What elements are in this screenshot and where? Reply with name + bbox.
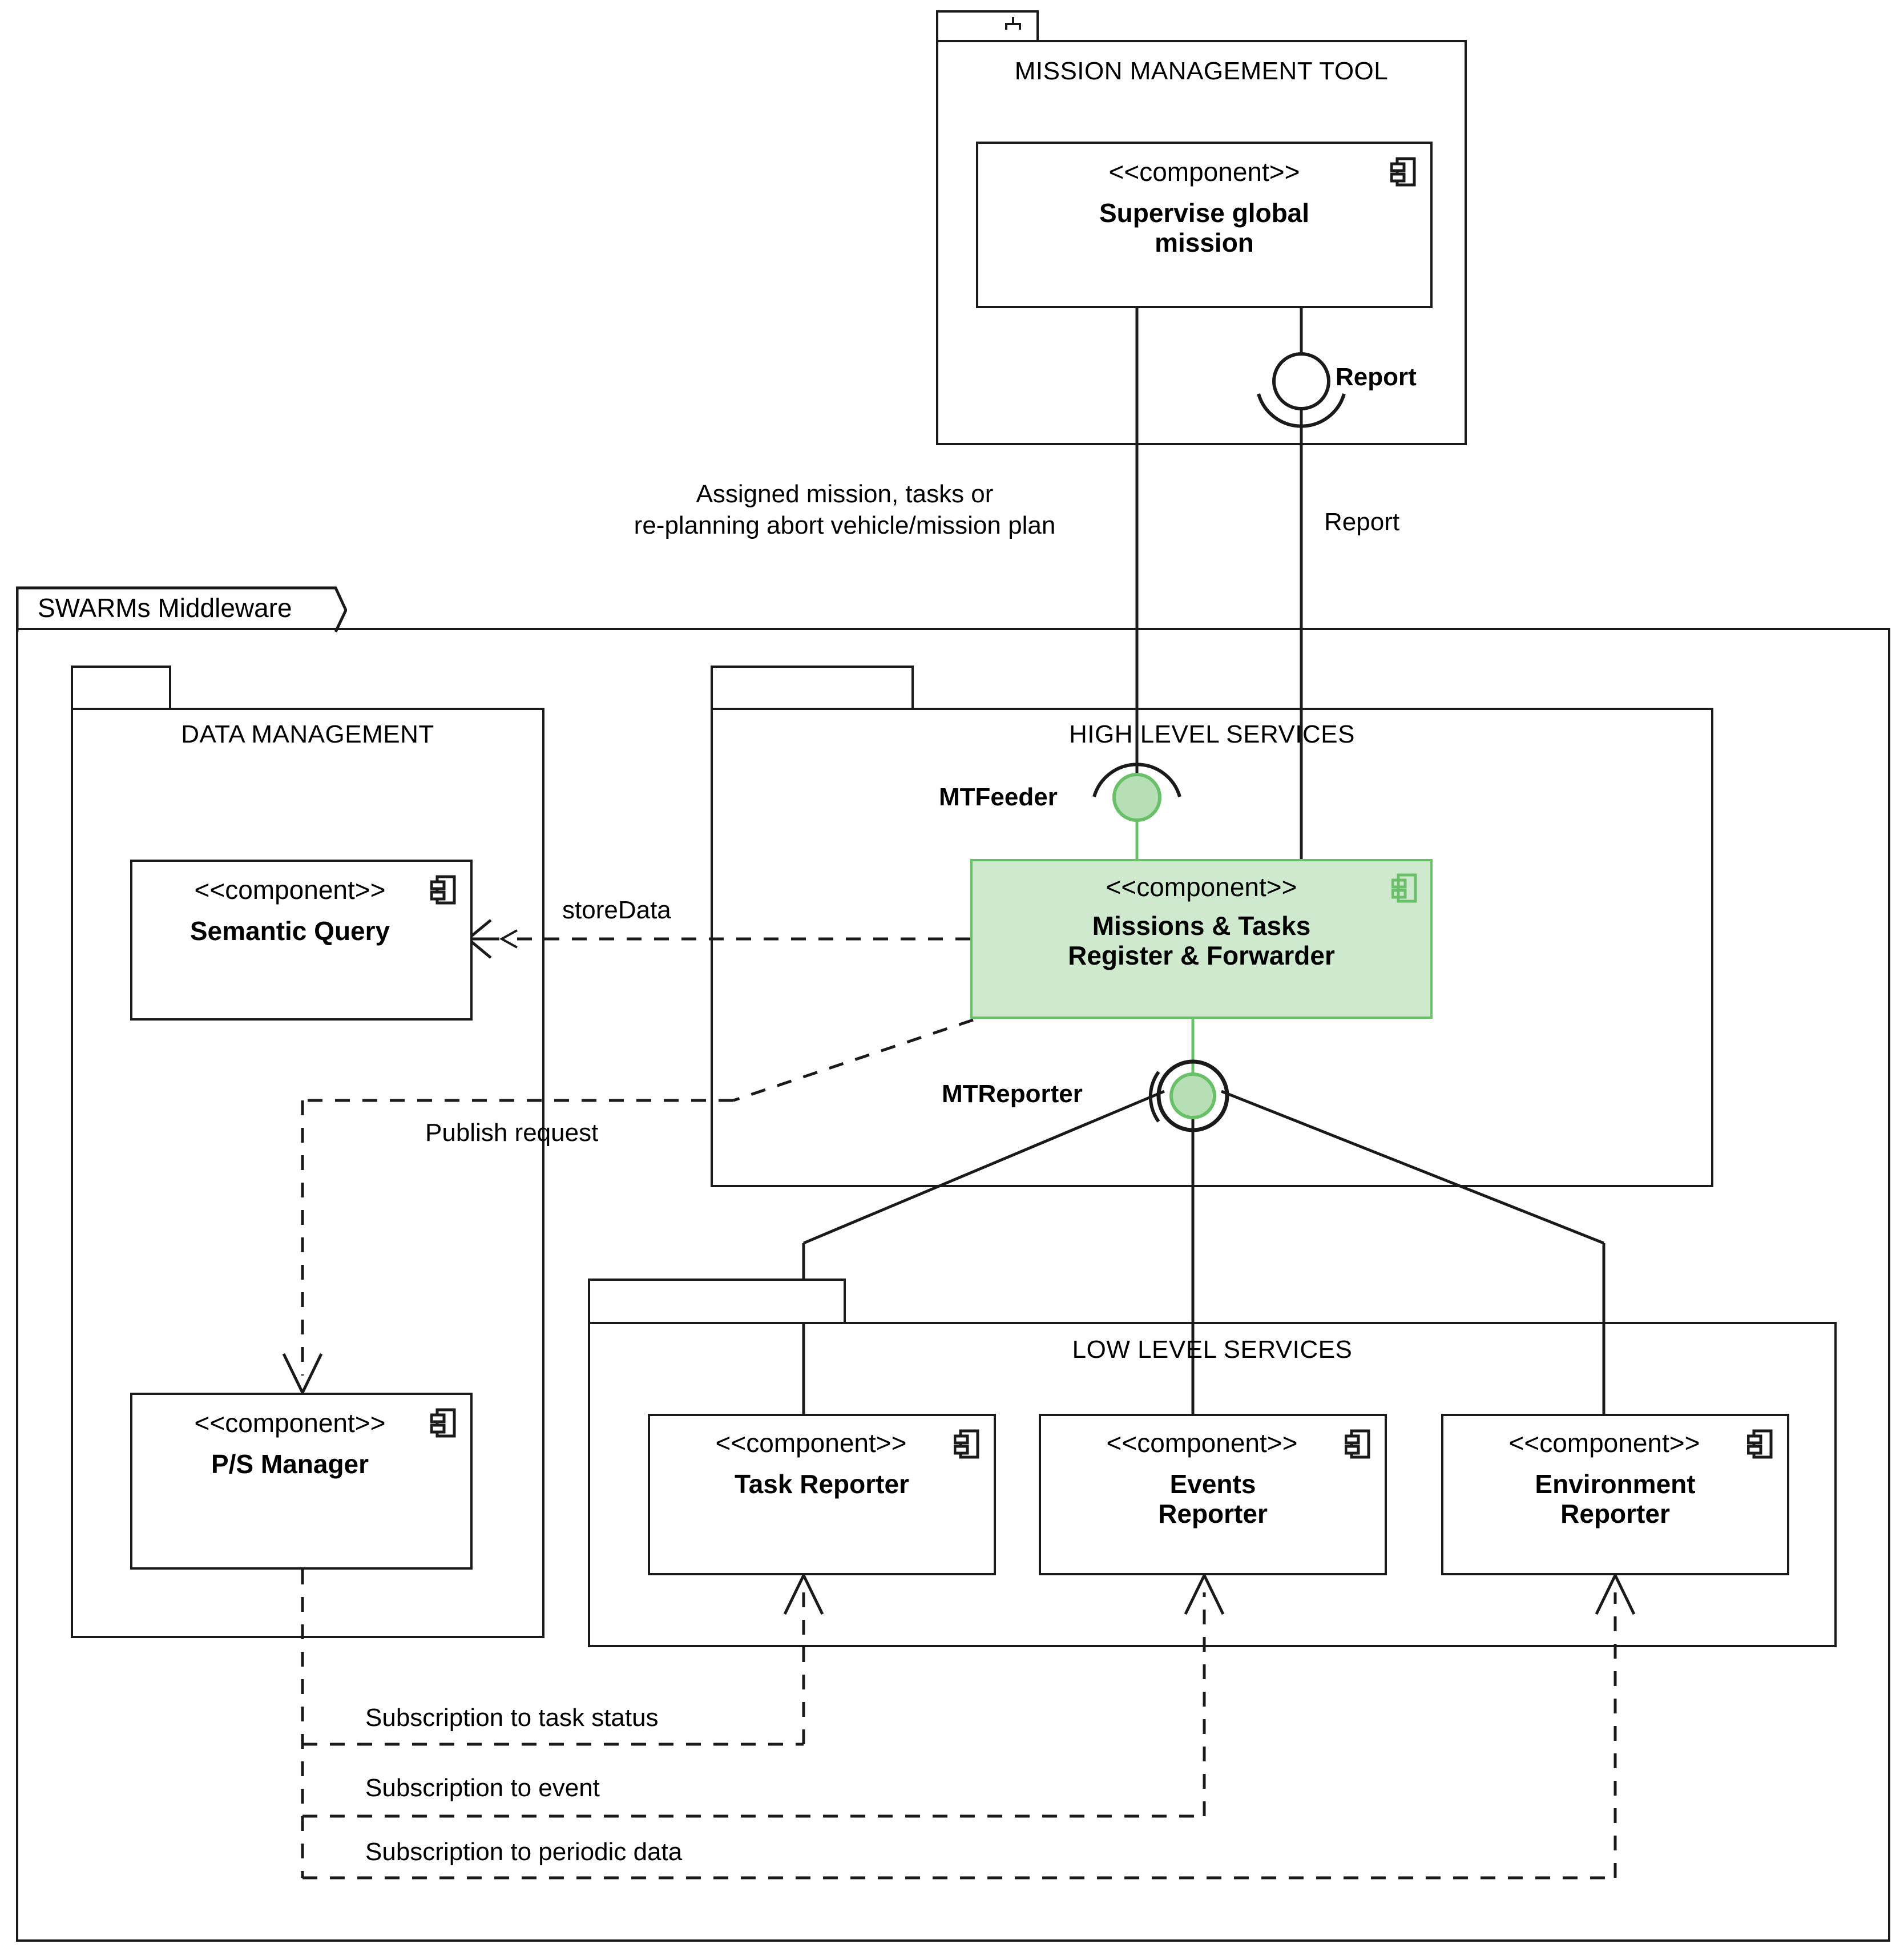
connector-label-subscription-task-status: Subscription to task status [365,1704,659,1732]
component-icon [1747,1429,1773,1459]
component-icon [1390,157,1416,187]
mission-management-tool-title: MISSION MANAGEMENT TOOL [1014,57,1389,85]
component-environment-reporter[interactable]: <<component>> Environment Reporter [1441,1414,1789,1575]
component-stereotype: <<component>> [1508,1428,1700,1458]
component-task-reporter[interactable]: <<component>> Task Reporter [648,1414,996,1575]
mission-management-tool-package [936,40,1467,445]
component-stereotype: <<component>> [1106,1428,1298,1458]
component-stereotype: <<component>> [194,1408,386,1438]
component-name-line2: mission [1155,227,1254,257]
mission-management-tool-tab [936,10,1039,42]
high-level-services-tab [711,666,914,710]
component-name-line2: Register & Forwarder [1068,940,1335,970]
component-name: Environment Reporter [1443,1469,1787,1528]
assigned-mission-line2: re-planning abort vehicle/mission plan [634,511,1056,539]
high-level-services-package [711,708,1713,1187]
swarms-middleware-title: SWARMs Middleware [38,593,292,623]
low-level-services-tab [588,1279,846,1324]
swarms-middleware-tab [16,586,347,633]
component-icon [430,1408,456,1438]
component-name-line1: Missions & Tasks [1092,911,1311,941]
swarms-middleware-package [16,628,1890,1942]
component-events-reporter[interactable]: <<component>> Events Reporter [1039,1414,1387,1575]
component-icon [430,875,456,905]
component-icon [954,1429,979,1459]
port-mtreporter-label: MTReporter [942,1080,1083,1108]
data-management-tab [71,666,171,710]
component-supervise-global-mission[interactable]: <<component>> Supervise global mission [976,142,1433,308]
component-stereotype: <<component>> [1106,872,1297,902]
connector-label-assigned-mission: Assigned mission, tasks or re-planning a… [571,478,1119,541]
assigned-mission-line1: Assigned mission, tasks or [696,480,994,508]
component-name-line1: Supervise global [1099,198,1310,228]
plug-icon [1005,17,1021,30]
component-name-line1: Events [1169,1469,1256,1499]
component-name: Events Reporter [1041,1469,1385,1528]
component-icon [1391,873,1417,903]
connector-label-store-data: storeData [562,896,671,924]
data-management-package [71,708,544,1638]
component-ps-manager[interactable]: <<component>> P/S Manager [130,1393,473,1570]
low-level-services-package [588,1322,1837,1647]
low-level-services-title: LOW LEVEL SERVICES [1072,1336,1353,1364]
component-name: Supervise global mission [978,198,1430,257]
connector-label-subscription-event: Subscription to event [365,1774,600,1802]
data-management-title: DATA MANAGEMENT [181,720,434,748]
component-icon [1345,1429,1370,1459]
component-name-line2: Reporter [1560,1498,1670,1528]
component-name: P/S Manager [211,1449,369,1479]
port-mtfeeder-label: MTFeeder [939,783,1058,811]
component-name: Semantic Query [189,916,390,946]
connector-label-publish-request: Publish request [425,1119,599,1147]
port-report-label: Report [1336,363,1417,391]
component-missions-tasks-register-forwarder[interactable]: <<component>> Missions & Tasks Register … [970,859,1433,1019]
component-name-line2: Reporter [1158,1498,1268,1528]
component-stereotype: <<component>> [715,1428,907,1458]
component-name-line1: Environment [1535,1469,1696,1499]
component-stereotype: <<component>> [1108,157,1300,187]
component-name: Task Reporter [735,1469,909,1499]
connector-label-subscription-periodic-data: Subscription to periodic data [365,1838,683,1866]
high-level-services-title: HIGH LEVEL SERVICES [1068,720,1356,748]
component-semantic-query[interactable]: <<component>> Semantic Query [130,860,473,1021]
component-stereotype: <<component>> [194,875,386,905]
component-name: Missions & Tasks Register & Forwarder [973,911,1430,970]
connector-label-report: Report [1324,508,1400,536]
